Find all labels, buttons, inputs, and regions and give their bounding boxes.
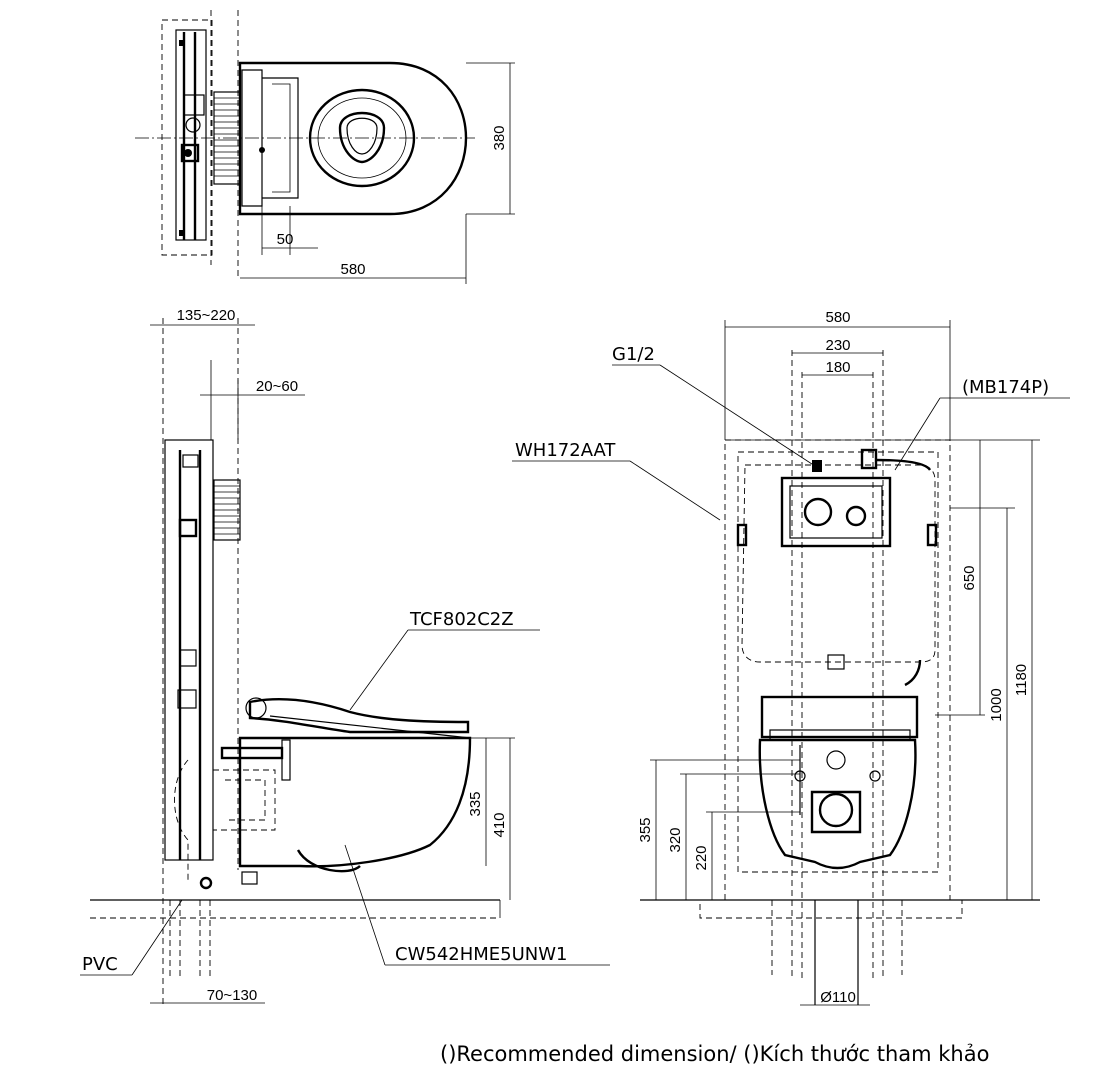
dim-580-front: 580 <box>825 309 850 326</box>
dim-410: 410 <box>491 812 508 837</box>
dim-1000: 1000 <box>988 688 1005 721</box>
label-cw542hme5unw1: CW542HME5UNW1 <box>395 944 568 965</box>
label-mb174p: (MB174P) <box>962 377 1049 398</box>
dim-20-60: 20~60 <box>256 378 298 395</box>
front-view: 580 230 180 <box>512 309 1070 1006</box>
dim-70-130: 70~130 <box>207 987 257 1004</box>
dim-580-top: 580 <box>340 261 365 278</box>
dim-180: 180 <box>825 359 850 376</box>
dim-135-220: 135~220 <box>177 307 236 324</box>
dim-1180: 1180 <box>1013 664 1030 696</box>
dim-335: 335 <box>467 791 484 816</box>
dim-650: 650 <box>961 565 978 590</box>
dim-phi110: Ø110 <box>820 989 856 1006</box>
label-g12: G1/2 <box>612 344 655 365</box>
dim-230: 230 <box>825 337 850 354</box>
footnote: ()Recommended dimension/ ()Kích thước th… <box>440 1042 990 1066</box>
label-pvc: PVC <box>82 954 118 975</box>
top-view: 380 580 50 <box>135 10 515 284</box>
side-view: 135~220 20~60 <box>80 307 610 1005</box>
dim-355: 355 <box>637 817 654 842</box>
label-wh172aat: WH172AAT <box>515 440 616 461</box>
dim-320: 320 <box>667 827 684 852</box>
dim-380: 380 <box>491 125 508 150</box>
dim-220: 220 <box>693 845 710 870</box>
dim-50: 50 <box>277 231 294 248</box>
label-tcf802c2z: TCF802C2Z <box>409 609 514 630</box>
